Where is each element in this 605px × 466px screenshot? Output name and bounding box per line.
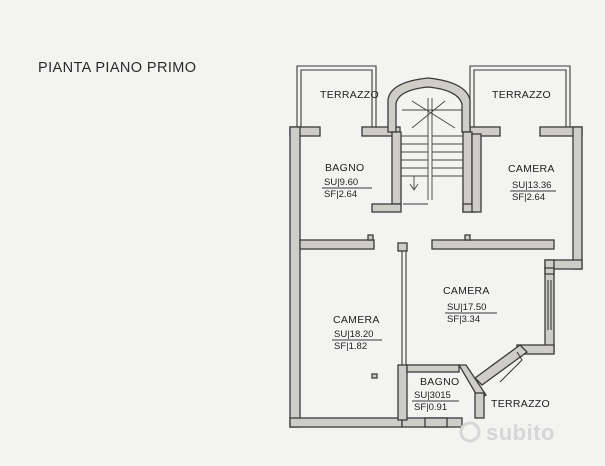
room-name: BAGNO [420,376,459,388]
room-name: TERRAZZO [492,89,551,101]
room-name: CAMERA [443,285,490,297]
room-name: TERRAZZO [320,89,379,101]
room-sf-value: SF|2.64 [512,192,545,203]
plan-title: PIANTA PIANO PRIMO [38,60,197,76]
room-sf-value: SF|0.91 [414,402,447,413]
room-terrazzo-left: TERRAZZO [320,89,379,101]
room-su-value: SU|9.60 [324,177,358,188]
room-sf-value: SF|2.64 [324,189,357,200]
stair-core [387,77,473,213]
room-name: BAGNO [325,162,364,174]
watermark-logo: subito [459,420,555,445]
room-su-value: SU|17.50 [447,302,486,313]
watermark-text: subito [486,420,555,445]
room-camera-left: CAMERA SU|18.20 SF|1.82 [332,314,382,352]
room-bagno-top: BAGNO SU|9.60 SF|2.64 [322,162,372,200]
room-bagno-bottom: BAGNO SU|3015 SF|0.91 [412,376,459,413]
room-camera-top-right: CAMERA SU|13.36 SF|2.64 [508,163,556,203]
room-sf-value: SF|1.82 [334,341,367,352]
room-terrazzo-right: TERRAZZO [492,89,551,101]
room-su-value: SU|3015 [414,390,451,401]
room-name: TERRAZZO [491,398,550,410]
openings [367,234,552,428]
interior-walls [299,133,555,421]
room-su-value: SU|18.20 [334,329,373,340]
room-su-value: SU|13.36 [512,180,551,191]
room-name: CAMERA [508,163,555,175]
terrace-top-left [296,65,377,127]
room-terrazzo-bottom: TERRAZZO [491,398,550,410]
room-sf-value: SF|3.34 [447,314,480,325]
room-camera-middle: CAMERA SU|17.50 SF|3.34 [443,285,497,325]
room-name: CAMERA [333,314,380,326]
terrace-top-right [469,65,571,127]
